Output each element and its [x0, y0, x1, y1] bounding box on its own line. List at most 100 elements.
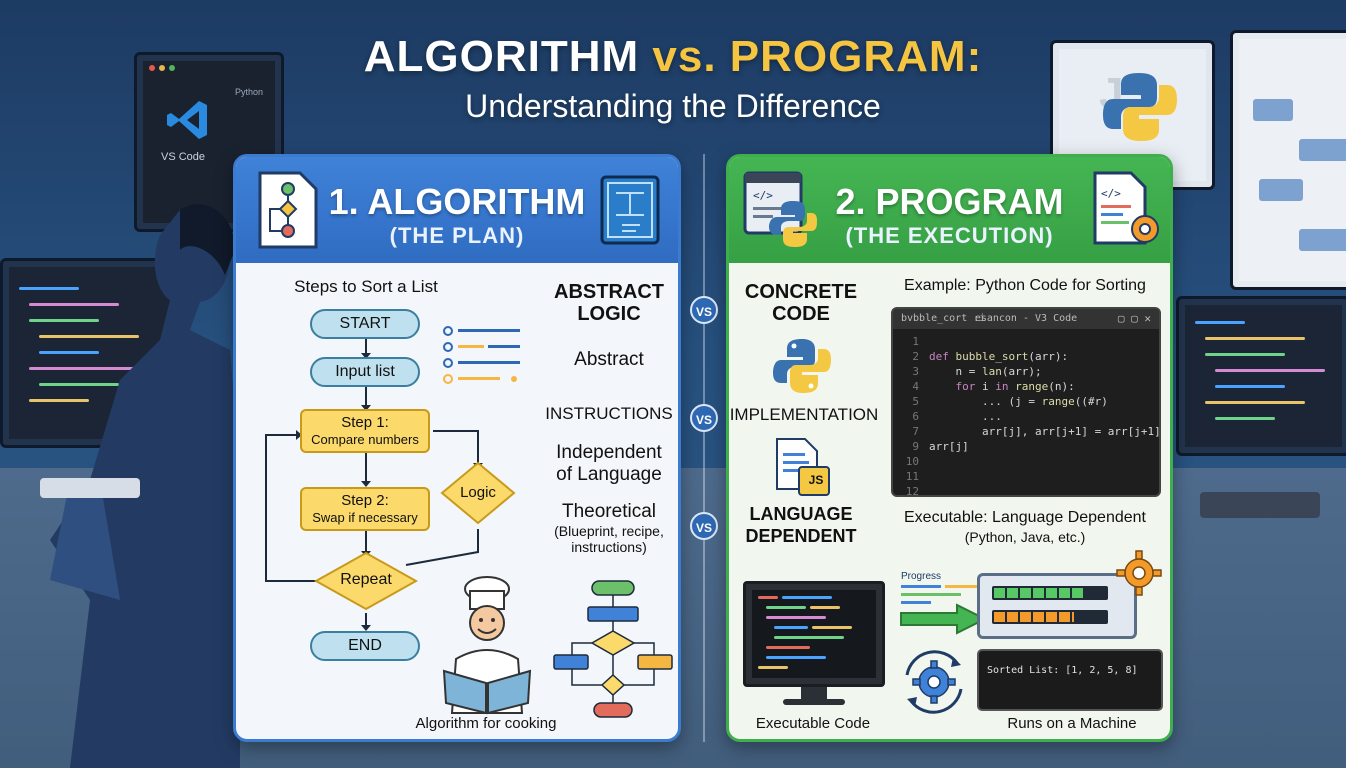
trait-abstract-logic: ABSTRACT LOGIC — [526, 281, 678, 325]
code-line: 10 — [893, 455, 1159, 470]
code-line: 1 — [893, 335, 1159, 350]
vs-badge-3: VS — [690, 512, 718, 540]
python-logo-icon — [1103, 73, 1177, 141]
code-line: 5 ... (j = range((#r) — [893, 395, 1159, 410]
trait-concrete-line2: CODE — [772, 303, 830, 325]
code-line-number: 9 — [912, 440, 919, 453]
editor-tab-label: Python — [235, 87, 264, 97]
code-file-gear-icon: </> — [1093, 171, 1159, 245]
code-line-text: arr[j], arr[j+1] = arr[j+1], — [929, 425, 1161, 438]
background-monitor-front-right — [1176, 296, 1346, 456]
background-monitor-left: Python VS Code — [134, 52, 284, 232]
person-at-desk-illustration — [40, 204, 240, 768]
flowchart-input: Input list — [310, 357, 420, 387]
python-logo-icon — [773, 339, 831, 393]
code-editor-window: bvbble_cort :i esancon - V3 Code ▢ ▢ ✕ 1… — [891, 307, 1161, 497]
program-panel: </> 2. PROGRAM (THE EXECUTION) </> CONCR… — [726, 154, 1173, 742]
list-lines-icon — [443, 326, 520, 384]
title-algorithm: ALGORITHM — [363, 32, 640, 81]
code-line: 12 — [893, 485, 1159, 495]
algorithm-panel-header: 1. ALGORITHM (THE PLAN) — [236, 157, 678, 263]
flowchart-step2-title: Step 2: — [341, 492, 389, 509]
flowchart-connectors — [265, 339, 516, 631]
code-window-python-icon: </> — [743, 171, 817, 247]
code-editor-tab[interactable]: bvbble_cort :i — [901, 313, 986, 324]
flowchart-logic-diamond — [440, 461, 516, 525]
orange-gear-icon — [1116, 550, 1162, 596]
code-example-title: Example: Python Code for Sorting — [904, 277, 1146, 294]
execute-arrow-icon — [900, 603, 987, 635]
code-line-number: 3 — [912, 365, 919, 378]
page-title: ALGORITHM vs. PROGRAM: — [0, 32, 1346, 82]
title-vs-program: vs. PROGRAM: — [652, 32, 983, 81]
flowchart-title: Steps to Sort a List — [294, 277, 438, 296]
flowchart-step1-title: Step 1: — [341, 414, 389, 431]
progress-label: Progress — [901, 571, 942, 582]
executable-title: Executable: Language Dependent — [904, 509, 1146, 526]
trait-implementation: IMPLEMENTATION — [729, 405, 879, 424]
algorithm-subtitle: (THE PLAN) — [389, 223, 525, 248]
trait-language-line1: LANGUAGE — [749, 504, 853, 524]
terminal-output-text: Sorted List: [1, 2, 5, 8] — [987, 665, 1138, 676]
trait-independent-line2: of Language — [556, 464, 662, 485]
chef-reading-recipe-illustration — [442, 576, 532, 715]
code-line-number: 4 — [912, 380, 919, 393]
trait-independent-line1: Independent — [556, 442, 662, 463]
code-editor-window-title: esancon - V3 Code — [974, 313, 1078, 324]
center-divider — [703, 154, 705, 742]
flowchart-step2: Step 2: Swap if necessary — [300, 487, 430, 531]
executable-code-caption: Executable Code — [755, 715, 871, 732]
flowchart-end: END — [310, 631, 420, 661]
code-line-text: def bubble_sort(arr): — [929, 350, 1069, 363]
flowchart-step2-text: Swap if necessary — [312, 510, 418, 525]
algorithm-caption: Algorithm for cooking — [415, 715, 557, 732]
code-line-text: n = lan(arr); — [929, 365, 1042, 378]
flowchart-logic-label: Logic — [460, 484, 496, 501]
monitor-base — [783, 699, 845, 705]
code-line: 6 ... — [893, 410, 1159, 425]
trait-theoretical-detail2: instructions) — [571, 539, 647, 555]
code-line-text: for i in range(n): — [955, 380, 1075, 393]
trait-theoretical-detail1: (Blueprint, recipe, — [554, 523, 664, 539]
trait-instructions: INSTRUCTIONS — [545, 404, 673, 423]
code-line: 2 def bubble_sort(arr): — [893, 350, 1159, 365]
program-panel-header: </> 2. PROGRAM (THE EXECUTION) </> — [729, 157, 1170, 263]
blueprint-scroll-icon — [600, 175, 660, 245]
flowchart-step1-text: Compare numbers — [311, 432, 419, 447]
executable-subtitle: (Python, Java, etc.) — [964, 529, 1086, 545]
code-line: 11 — [893, 470, 1159, 485]
trait-theoretical-title: Theoretical — [562, 501, 656, 522]
terminal-output-window: Sorted List: [1, 2, 5, 8] — [977, 649, 1163, 711]
code-line-number: 7 — [912, 425, 919, 438]
vs-badge-2: VS — [690, 404, 718, 432]
vscode-logo-icon — [167, 101, 207, 139]
code-line: 7 arr[j], arr[j+1] = arr[j+1], — [893, 425, 1159, 440]
code-line: 9 arr[j] — [893, 440, 1159, 455]
flowchart-document-icon — [258, 171, 318, 249]
js-file-icon — [776, 438, 830, 496]
server-progress-bar-orange — [992, 610, 1108, 624]
trait-abstract-line1: ABSTRACT — [554, 281, 664, 303]
flowchart-repeat-label: Repeat — [340, 571, 392, 588]
code-line-text: ... — [929, 410, 1002, 423]
trait-abstract-line2: LOGIC — [577, 303, 641, 325]
flowchart-repeat-diamond — [313, 551, 419, 611]
code-line-text: arr[j] — [929, 440, 969, 453]
header: ALGORITHM vs. PROGRAM: Understanding the… — [0, 32, 1346, 125]
code-line-number: 11 — [905, 470, 919, 483]
flowchart-start: START — [310, 309, 420, 339]
trait-language-line2: DEPENDENT — [745, 526, 857, 546]
code-line: 4 for i in range(n): — [893, 380, 1159, 395]
algorithm-title: 1. ALGORITHM — [328, 181, 586, 222]
cycle-gear-icon — [905, 650, 963, 714]
trait-abstract: Abstract — [574, 349, 644, 370]
vscode-logo-label: VS Code — [161, 151, 206, 163]
code-line-text: ... (j = range((#r) — [929, 395, 1108, 408]
window-controls-icon[interactable]: ▢ ▢ ✕ — [1117, 312, 1151, 325]
trait-concrete-code: CONCRETE CODE — [729, 281, 873, 325]
trait-language-dependent: LANGUAGE DEPENDENT — [729, 503, 873, 547]
server-progress-bar-green — [992, 586, 1108, 600]
page-subtitle: Understanding the Difference — [465, 88, 881, 124]
code-line-number: 2 — [912, 350, 919, 363]
